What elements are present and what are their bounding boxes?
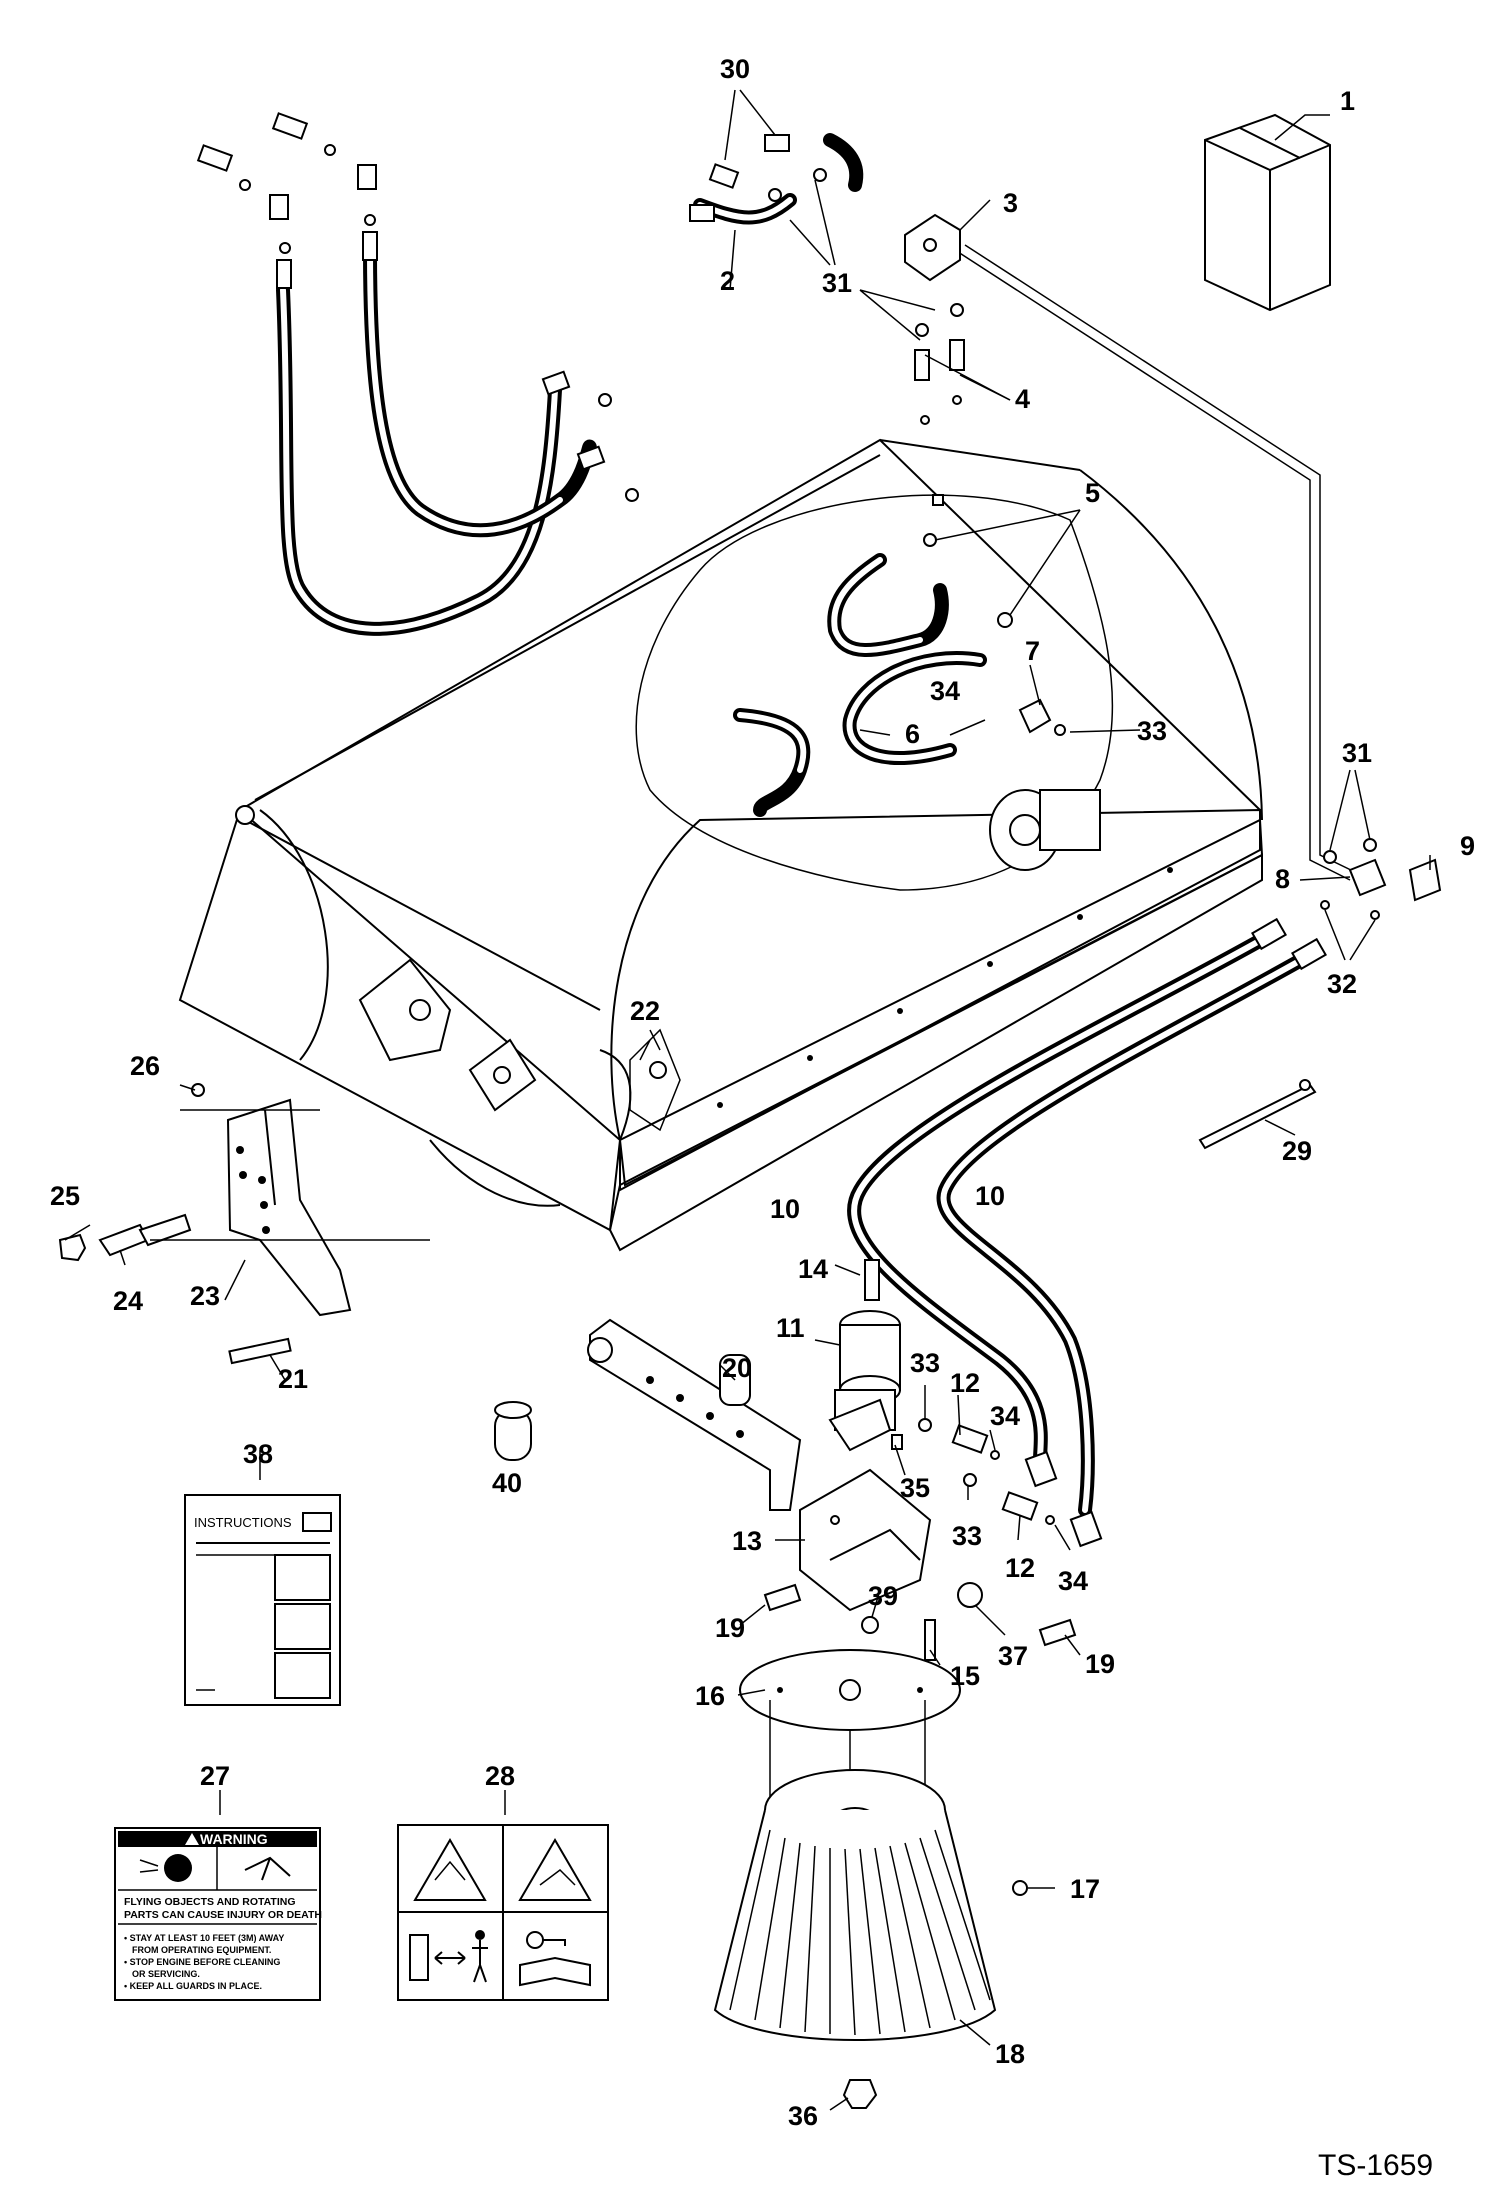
fittings [196, 112, 1442, 971]
flying-objects-icon [164, 1854, 192, 1882]
callout-34b: 34 [990, 1401, 1020, 1431]
callout-37: 37 [998, 1641, 1028, 1671]
callout-27: 27 [200, 1761, 230, 1791]
cable-strap [1198, 1079, 1317, 1150]
callout-20: 20 [722, 1353, 752, 1383]
warning-bullet-1: • STAY AT LEAST 10 FEET (3M) AWAY [124, 1933, 284, 1943]
callout-30: 30 [720, 54, 750, 84]
instructions-title: INSTRUCTIONS [194, 1515, 292, 1530]
rotating-brush-triangle-icon [518, 1838, 592, 1901]
callout-3: 3 [1003, 188, 1018, 218]
callout-33a: 33 [1137, 716, 1167, 746]
callout-19b: 19 [1085, 1649, 1115, 1679]
callout-16: 16 [695, 1681, 725, 1711]
callout-4: 4 [1015, 384, 1030, 414]
callout-38: 38 [243, 1439, 273, 1469]
callout-8: 8 [1275, 864, 1290, 894]
callout-12b: 12 [1005, 1553, 1035, 1583]
callout-17: 17 [1070, 1874, 1100, 1904]
callout-36: 36 [788, 2101, 818, 2131]
sweeper-housing [178, 438, 1264, 1252]
callout-23: 23 [190, 1281, 220, 1311]
callout-25: 25 [50, 1181, 80, 1211]
callout-35: 35 [900, 1473, 930, 1503]
warning-bullet-5: • KEEP ALL GUARDS IN PLACE. [124, 1981, 262, 1991]
callout-39: 39 [868, 1581, 898, 1611]
callout-34a: 34 [930, 676, 960, 706]
warning-decal: WARNING FLYING OBJECTS AND ROTATING PART… [114, 1827, 322, 2001]
warning-bullet-3: • STOP ENGINE BEFORE CLEANING [124, 1957, 280, 1967]
cutaway-22 [629, 1028, 681, 1132]
distance-icon [409, 1934, 429, 1981]
mount-bracket [58, 1083, 352, 1365]
callout-26: 26 [130, 1051, 160, 1081]
kit-box [1204, 113, 1331, 312]
callout-22: 22 [630, 996, 660, 1026]
mounting-holes [717, 867, 1173, 1108]
instructions-decal: INSTRUCTIONS [184, 1494, 341, 1706]
reference-code: TS-1659 [1318, 2149, 1433, 2182]
pictogram-decal [397, 1824, 609, 2001]
callout-14: 14 [798, 1254, 828, 1284]
warning-bullet-2: FROM OPERATING EQUIPMENT. [132, 1945, 271, 1955]
person-icon [475, 1930, 485, 1940]
callout-9: 9 [1460, 831, 1475, 861]
leader-lines [64, 89, 1431, 2111]
callout-2: 2 [720, 266, 735, 296]
callout-24: 24 [113, 1286, 143, 1316]
callout-31b: 31 [1342, 738, 1372, 768]
manual-book-icon [519, 1956, 591, 1987]
warning-header: WARNING [200, 1831, 268, 1847]
brush-assembly [494, 1259, 1103, 2109]
callout-40: 40 [492, 1468, 522, 1498]
callout-34c: 34 [1058, 1566, 1088, 1596]
callout-28: 28 [485, 1761, 515, 1791]
callout-31a: 31 [822, 268, 852, 298]
callout-10b: 10 [975, 1181, 1005, 1211]
callout-18: 18 [995, 2039, 1025, 2069]
callout-19a: 19 [715, 1613, 745, 1643]
callout-10a: 10 [770, 1194, 800, 1224]
callout-1: 1 [1340, 86, 1355, 116]
callout-7: 7 [1025, 636, 1040, 666]
flying-debris-triangle-icon [413, 1838, 487, 1901]
rotating-parts-icon [244, 1856, 291, 1881]
callout-33c: 33 [952, 1521, 982, 1551]
callout-15: 15 [950, 1661, 980, 1691]
callout-5: 5 [1085, 478, 1100, 508]
callout-21: 21 [278, 1364, 308, 1394]
callout-12a: 12 [950, 1368, 980, 1398]
callout-11: 11 [776, 1313, 805, 1343]
callout-29: 29 [1282, 1136, 1312, 1166]
callout-13: 13 [732, 1526, 762, 1556]
callout-33b: 33 [910, 1348, 940, 1378]
warning-triangle-icon [185, 1833, 199, 1845]
warning-line-2: PARTS CAN CAUSE INJURY OR DEATH [124, 1909, 322, 1921]
callout-32: 32 [1327, 969, 1357, 999]
callout-labels: 1 2 3 4 5 6 7 8 9 10 10 11 12 12 13 14 1… [50, 54, 1475, 2131]
warning-line-1: FLYING OBJECTS AND ROTATING [124, 1896, 296, 1908]
warning-bullet-4: OR SERVICING. [132, 1969, 200, 1979]
callout-6: 6 [905, 719, 920, 749]
brush-bristles [729, 1829, 991, 2036]
